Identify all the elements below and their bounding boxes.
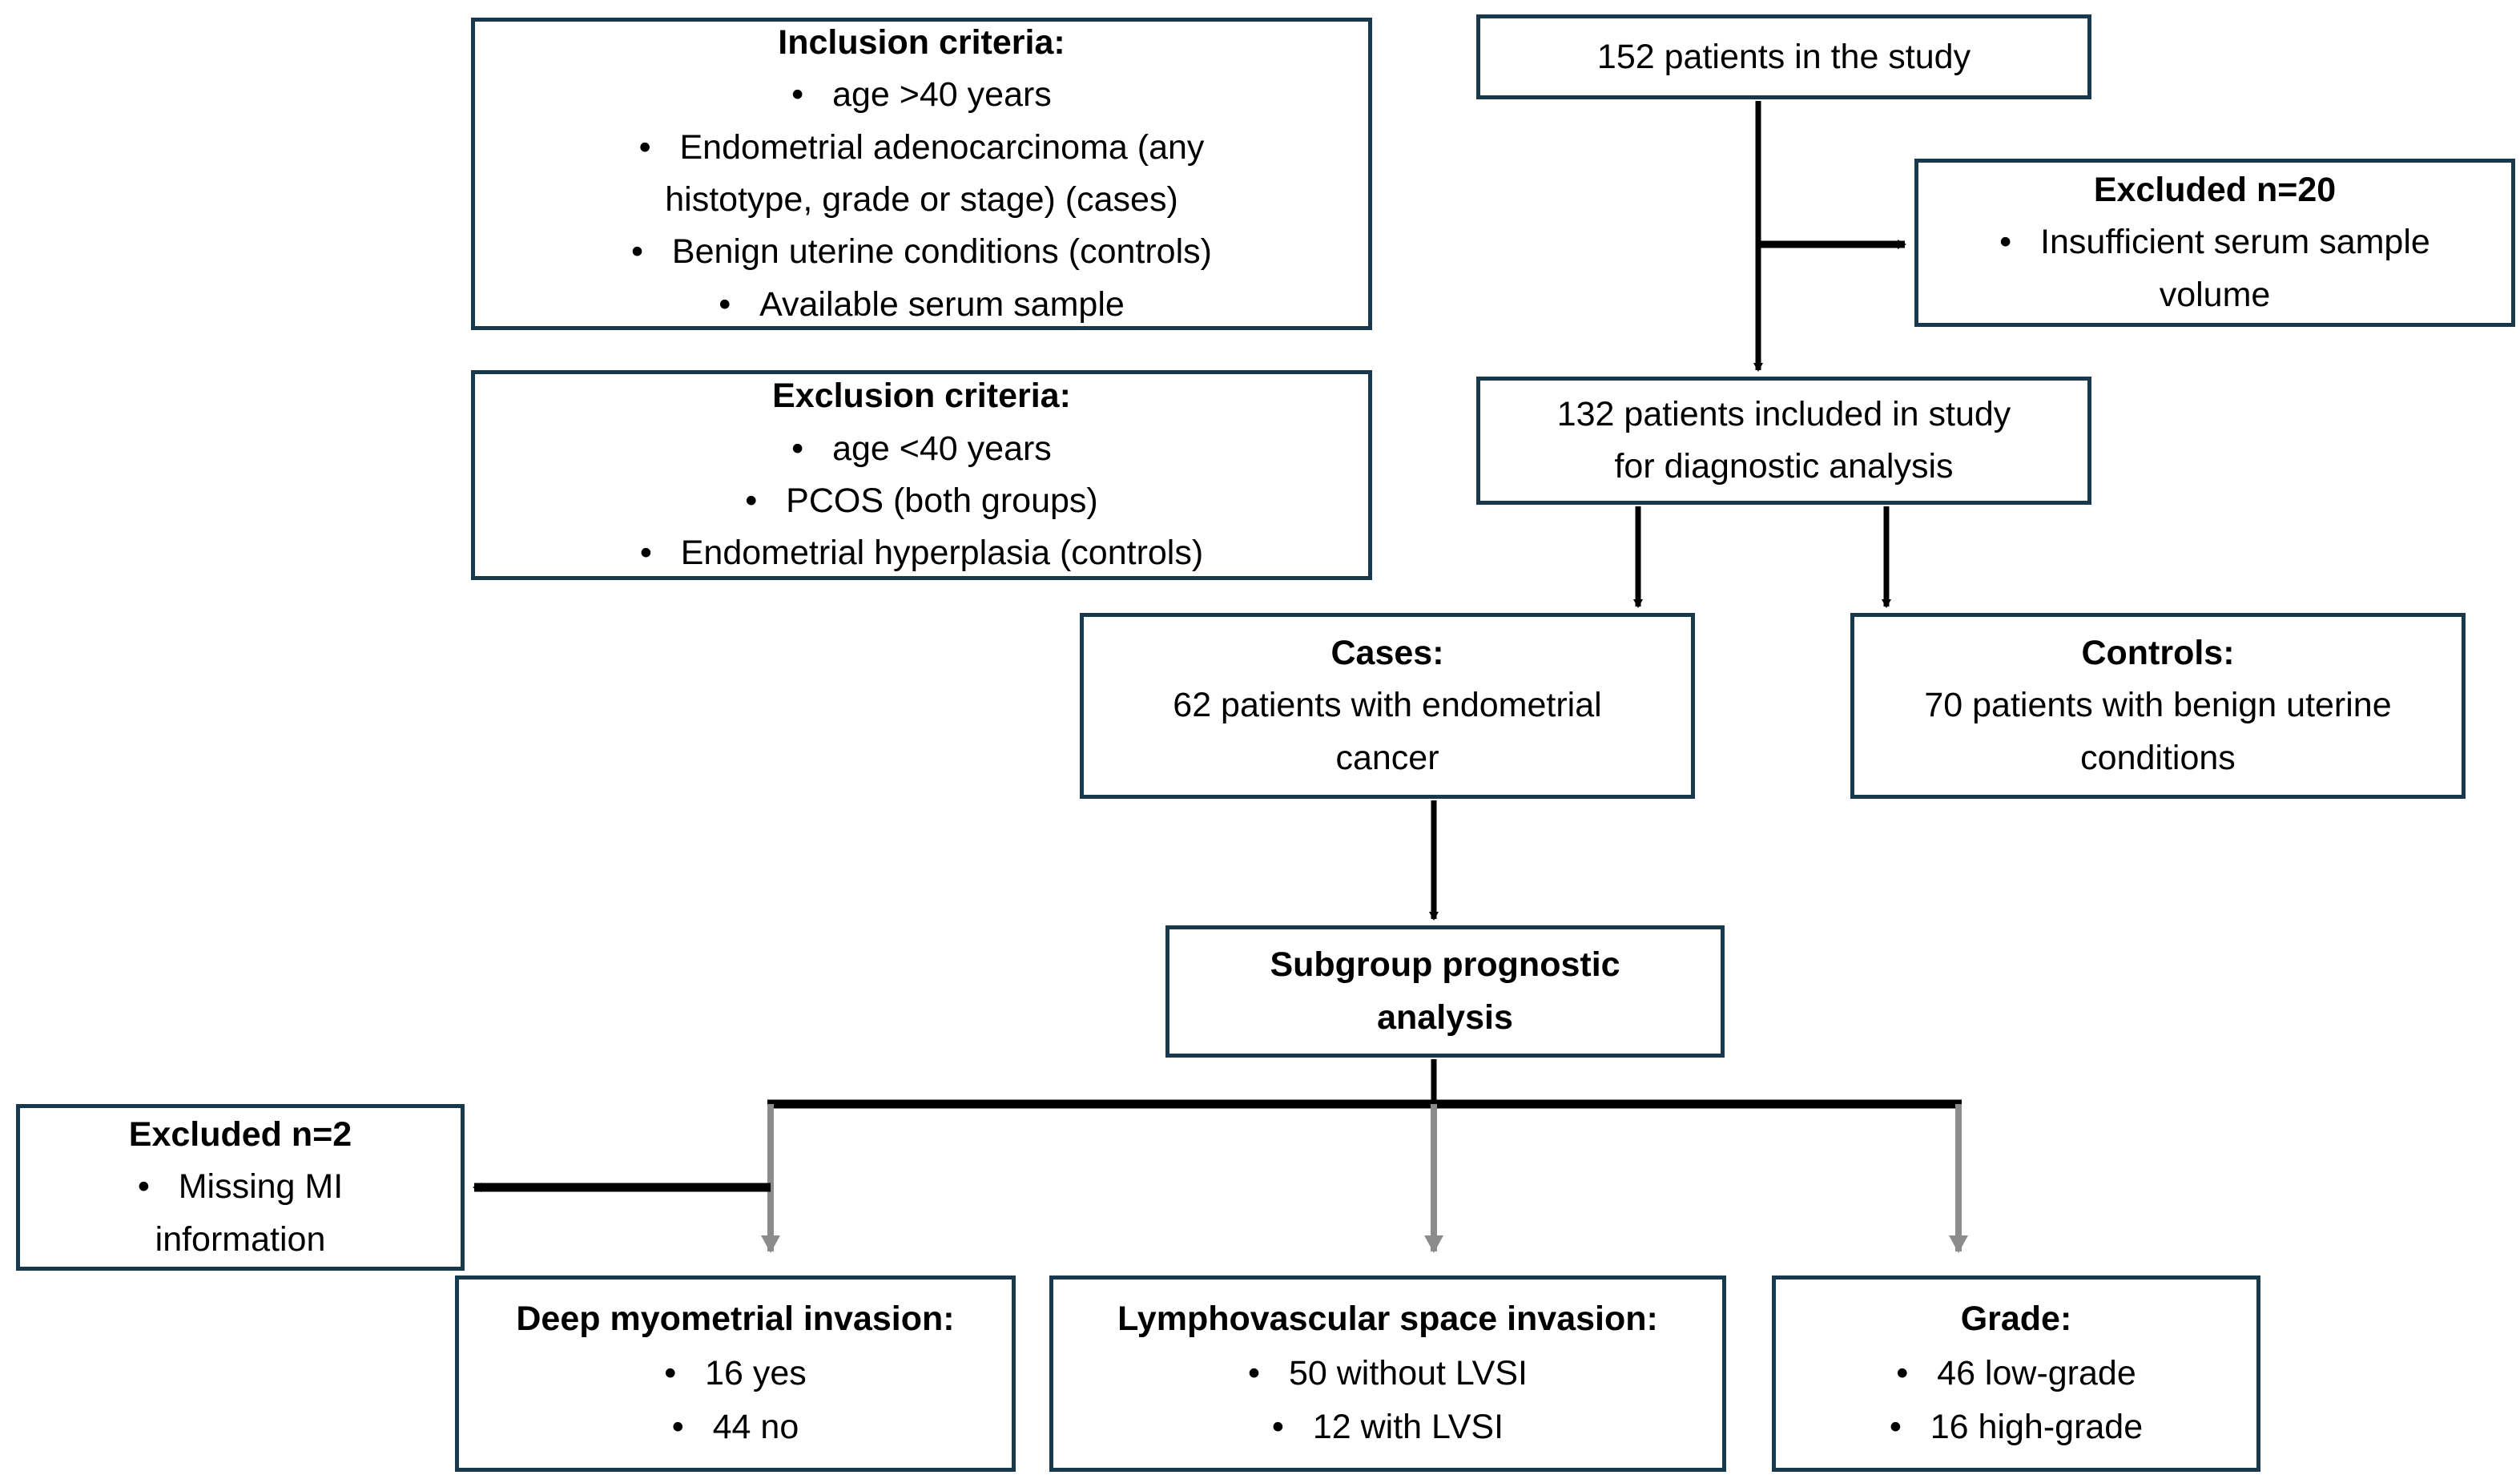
grade-item-2: • 16 high-grade bbox=[1776, 1400, 2256, 1455]
bullet-icon: • bbox=[1999, 223, 2041, 262]
excluded-2-line-1: • Missing MI bbox=[20, 1161, 461, 1213]
box-excluded-20[interactable]: Excluded n=20 • Insufficient serum sampl… bbox=[1914, 159, 2515, 327]
cases-title: Cases: bbox=[1330, 633, 1444, 672]
exclusion-item-2: • PCOS (both groups) bbox=[475, 475, 1368, 527]
bullet-icon: • bbox=[638, 127, 680, 167]
exclusion-title: Exclusion criteria: bbox=[772, 377, 1071, 416]
bullet-icon: • bbox=[1248, 1353, 1289, 1392]
box-inclusion-criteria[interactable]: Inclusion criteria: • age >40 years • En… bbox=[471, 18, 1372, 330]
dmi-item-1: • 16 yes bbox=[459, 1347, 1012, 1401]
box-exclusion-criteria[interactable]: Exclusion criteria: • age <40 years • PC… bbox=[471, 370, 1372, 580]
cases-line-1: 62 patients with endometrial bbox=[1173, 686, 1602, 725]
bullet-icon: • bbox=[791, 429, 833, 468]
box-excluded-2[interactable]: Excluded n=2 • Missing MI information bbox=[16, 1104, 465, 1271]
excluded-20-title: Excluded n=20 bbox=[2093, 170, 2337, 209]
box-subgroup-analysis[interactable]: Subgroup prognostic analysis bbox=[1165, 925, 1725, 1058]
exclusion-item-1: • age <40 years bbox=[475, 423, 1368, 475]
excluded-20-line-1: • Insufficient serum sample bbox=[1918, 216, 2511, 268]
excluded-2-title: Excluded n=2 bbox=[128, 1114, 352, 1154]
bullet-icon: • bbox=[671, 1408, 713, 1447]
box-cases[interactable]: Cases: 62 patients with endometrial canc… bbox=[1080, 613, 1695, 799]
bullet-icon: • bbox=[664, 1353, 706, 1392]
bullet-icon: • bbox=[791, 75, 833, 115]
subgroup-line-2: analysis bbox=[1377, 997, 1513, 1037]
bullet-icon: • bbox=[639, 534, 681, 573]
bullet-icon: • bbox=[719, 284, 760, 324]
box-deep-myometrial-invasion[interactable]: Deep myometrial invasion: • 16 yes • 44 … bbox=[455, 1276, 1016, 1472]
cases-line-2: cancer bbox=[1335, 738, 1439, 777]
included-132-line-2: for diagnostic analysis bbox=[1614, 447, 1954, 486]
inclusion-line-1: • age >40 years bbox=[475, 69, 1368, 121]
controls-title: Controls: bbox=[2081, 633, 2235, 672]
grade-item-1: • 46 low-grade bbox=[1776, 1347, 2256, 1401]
bullet-icon: • bbox=[745, 482, 787, 520]
bullet-icon: • bbox=[137, 1167, 179, 1207]
inclusion-line-5: • Available serum sample bbox=[475, 279, 1368, 331]
box-included-132[interactable]: 132 patients included in study for diagn… bbox=[1476, 377, 2091, 505]
total-patients-text: 152 patients in the study bbox=[1596, 37, 1971, 76]
included-132-line-1: 132 patients included in study bbox=[1556, 394, 2011, 433]
controls-line-2: conditions bbox=[2080, 738, 2236, 777]
bullet-icon: • bbox=[1889, 1408, 1930, 1447]
box-grade[interactable]: Grade: • 46 low-grade • 16 high-grade bbox=[1772, 1276, 2260, 1472]
inclusion-title: Inclusion criteria: bbox=[778, 22, 1065, 62]
bullet-icon: • bbox=[1271, 1408, 1313, 1447]
inclusion-line-2: • Endometrial adenocarcinoma (any bbox=[475, 122, 1368, 174]
subgroup-line-1: Subgroup prognostic bbox=[1270, 945, 1620, 985]
inclusion-line-3: histotype, grade or stage) (cases) bbox=[665, 180, 1178, 219]
lvsi-title: Lymphovascular space invasion: bbox=[1117, 1299, 1658, 1338]
bullet-icon: • bbox=[631, 232, 672, 272]
excluded-2-line-2: information bbox=[155, 1219, 326, 1259]
lvsi-item-1: • 50 without LVSI bbox=[1053, 1347, 1722, 1401]
inclusion-line-4: • Benign uterine conditions (controls) bbox=[475, 226, 1368, 278]
dmi-title: Deep myometrial invasion: bbox=[516, 1299, 955, 1338]
box-lymphovascular-space-invasion[interactable]: Lymphovascular space invasion: • 50 with… bbox=[1049, 1276, 1726, 1472]
grade-title: Grade: bbox=[1960, 1299, 2072, 1338]
controls-line-1: 70 patients with benign uterine bbox=[1924, 686, 2392, 725]
excluded-20-line-2: volume bbox=[2159, 275, 2271, 314]
box-total-patients[interactable]: 152 patients in the study bbox=[1476, 14, 2091, 99]
dmi-item-2: • 44 no bbox=[459, 1400, 1012, 1455]
lvsi-item-2: • 12 with LVSI bbox=[1053, 1400, 1722, 1455]
bullet-icon: • bbox=[1896, 1353, 1938, 1392]
exclusion-item-3: • Endometrial hyperplasia (controls) bbox=[475, 527, 1368, 579]
box-controls[interactable]: Controls: 70 patients with benign uterin… bbox=[1850, 613, 2466, 799]
